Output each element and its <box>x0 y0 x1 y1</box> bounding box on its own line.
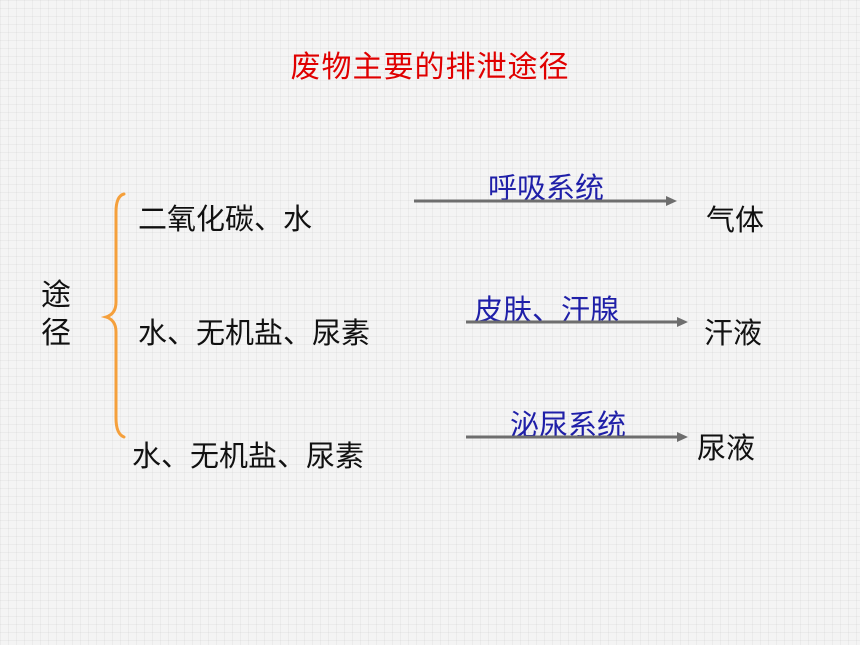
product-row-1: 气体 <box>706 203 765 237</box>
path-label-row-1: 呼吸系统 <box>488 171 605 205</box>
arrow-row-1 <box>414 196 677 206</box>
arrow-head-row-1 <box>666 196 677 206</box>
curly-brace-path <box>100 192 126 439</box>
slide-title: 废物主要的排泄途径 <box>290 50 570 85</box>
arrow-head-row-3 <box>677 432 688 442</box>
product-row-3: 尿液 <box>697 431 756 465</box>
source-row-3: 水、无机盐、尿素 <box>132 439 365 473</box>
curly-brace <box>100 192 126 439</box>
source-row-1: 二氧化碳、水 <box>138 202 313 236</box>
source-row-2: 水、无机盐、尿素 <box>138 316 371 350</box>
product-row-2: 汗液 <box>704 316 763 350</box>
arrow-row-3 <box>466 432 688 442</box>
vertical-label: 途径 <box>41 278 71 351</box>
arrow-row-2 <box>466 317 688 327</box>
arrow-head-row-2 <box>677 317 688 327</box>
